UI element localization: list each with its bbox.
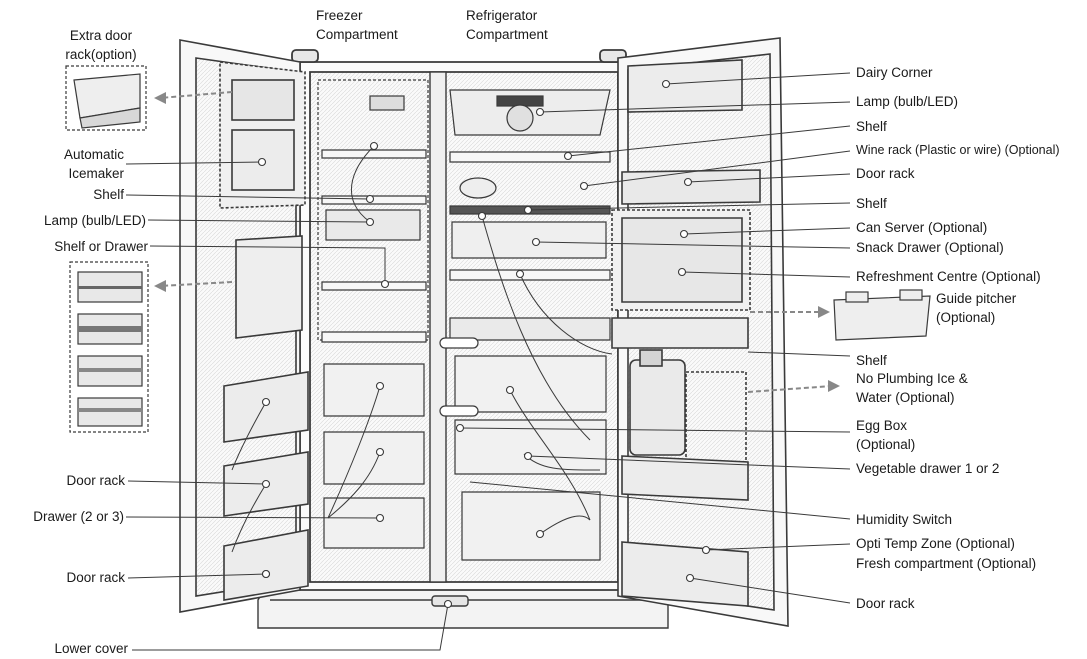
label-shelf-right-2: Shelf — [856, 196, 887, 211]
label-door-rack-left-1: Door rack — [66, 473, 125, 488]
label-door-rack-right-2: Door rack — [856, 596, 915, 611]
fridge-interior — [439, 89, 611, 561]
label-drawer-2-or-3: Drawer (2 or 3) — [33, 509, 124, 524]
label-guide-pitcher-line2: (Optional) — [936, 310, 996, 325]
shelf-options-panel — [69, 261, 149, 433]
label-humidity-switch: Humidity Switch — [856, 512, 953, 527]
label-extra-door-rack-line2: rack(option) — [65, 47, 137, 62]
label-can-server: Can Server (Optional) — [856, 220, 988, 235]
base-pedestal — [257, 587, 669, 629]
label-no-plumbing-line2: Water (Optional) — [856, 390, 955, 405]
label-refreshment-centre: Refreshment Centre (Optional) — [856, 269, 1041, 284]
leader-lines — [125, 72, 851, 651]
label-automatic-icemaker-line1: Automatic — [63, 147, 124, 162]
label-shelf-or-drawer: Shelf or Drawer — [54, 239, 148, 254]
label-refrigerator-line1: Refrigerator — [466, 8, 538, 23]
label-opti-temp-zone: Opti Temp Zone (Optional) — [856, 536, 1015, 551]
label-extra-door-rack-line1: Extra door — [69, 28, 133, 43]
guide-pitcher-illustration — [833, 289, 931, 341]
right-door — [611, 37, 789, 627]
callout-dots — [257, 79, 711, 609]
freezer-interior — [317, 79, 429, 549]
label-vegetable-drawer: Vegetable drawer 1 or 2 — [856, 461, 1000, 476]
label-refrigerator-compartment: Refrigerator Compartment — [466, 6, 576, 44]
label-refrigerator-line2: Compartment — [466, 27, 548, 42]
label-freezer-line1: Freezer — [316, 8, 363, 23]
label-lower-cover: Lower cover — [54, 641, 128, 656]
label-shelf-right-1: Shelf — [856, 119, 887, 134]
label-door-rack-left-2: Door rack — [66, 570, 125, 585]
center-divider — [429, 71, 447, 583]
label-snack-drawer: Snack Drawer (Optional) — [856, 240, 1004, 255]
extra-door-rack-illustration — [65, 65, 147, 131]
label-egg-box-line1: Egg Box — [856, 418, 908, 433]
label-fresh-compartment: Fresh compartment (Optional) — [856, 556, 1037, 571]
label-extra-door-rack: Extra door rack(option) — [46, 26, 156, 64]
label-automatic-icemaker: Automatic Icemaker — [20, 145, 124, 183]
label-guide-pitcher: Guide pitcher (Optional) — [936, 289, 1016, 327]
label-wine-rack: Wine rack (Plastic or wire) (Optional) — [856, 143, 1060, 157]
label-shelf-right-3: Shelf — [856, 353, 887, 368]
label-no-plumbing-line1: No Plumbing Ice & — [856, 371, 968, 386]
label-door-rack-right-1: Door rack — [856, 166, 915, 181]
label-dairy-corner: Dairy Corner — [856, 65, 933, 80]
left-door — [179, 39, 309, 613]
label-no-plumbing: No Plumbing Ice & Water (Optional) — [856, 369, 968, 407]
label-shelf-left: Shelf — [93, 187, 124, 202]
label-freezer-line2: Compartment — [316, 27, 398, 42]
label-lamp-left: Lamp (bulb/LED) — [43, 213, 146, 228]
label-lamp-right: Lamp (bulb/LED) — [856, 94, 959, 109]
label-egg-box-line2: (Optional) — [856, 437, 916, 452]
label-freezer-compartment: Freezer Compartment — [316, 6, 416, 44]
dashed-arrows — [159, 91, 833, 393]
label-automatic-icemaker-line2: Icemaker — [68, 166, 124, 181]
label-egg-box: Egg Box (Optional) — [856, 416, 915, 454]
label-guide-pitcher-line1: Guide pitcher — [936, 291, 1017, 306]
